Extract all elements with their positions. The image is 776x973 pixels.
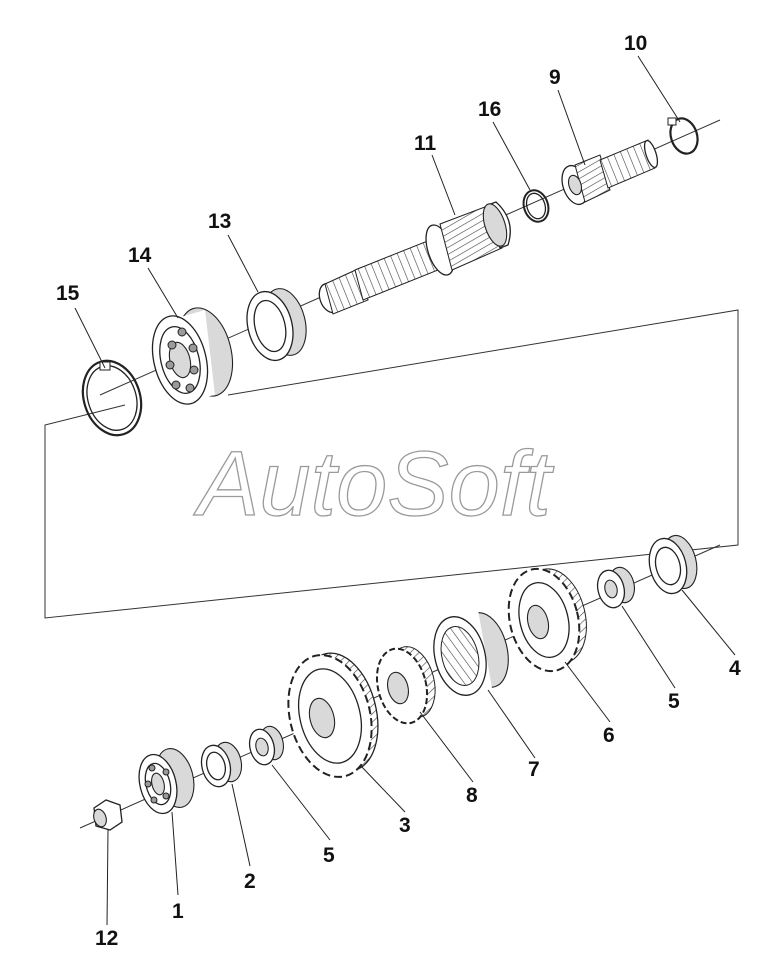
part-2-sleeve [200,741,243,788]
callout-2: 2 [244,870,256,893]
callout-13: 13 [208,210,231,233]
part-8-small-gear [375,646,436,725]
callout-6: 6 [603,724,615,747]
part-13-collar [246,288,307,362]
callout-4: 4 [729,657,741,680]
part-5-bushing-right [596,566,635,609]
callout-10: 10 [624,32,647,55]
callout-12: 12 [95,927,118,950]
part-11-main-shaft [318,201,511,315]
part-1-bearing [138,748,195,815]
part-6-gear [507,567,587,673]
part-9-coupling-shaft [561,139,659,206]
callout-1: 1 [172,900,184,923]
leader-lines [74,55,736,926]
callout-7: 7 [528,758,540,781]
watermark-text: AutoSoft [193,433,554,535]
part-15-snap-ring [81,359,143,437]
callout-3: 3 [399,814,411,837]
callout-8: 8 [466,784,478,807]
part-5-bushing-left [248,725,284,766]
part-16-o-ring [522,189,550,223]
part-14-bearing [151,307,234,405]
callout-5-right: 5 [668,690,680,713]
part-12-nut [93,799,123,831]
part-4-washer [648,534,698,595]
callout-9: 9 [549,66,561,89]
part-3-large-gear [287,652,379,778]
part-7-clutch-drum [433,610,509,696]
callout-11: 11 [414,132,437,155]
callout-14: 14 [128,244,152,267]
assembly-frame [44,309,739,619]
callout-15: 15 [56,282,80,305]
callout-16: 16 [478,98,501,121]
callout-labels: 15 14 13 11 16 9 10 12 1 2 5 3 8 7 6 5 4 [56,32,741,950]
callout-5-left: 5 [323,844,335,867]
